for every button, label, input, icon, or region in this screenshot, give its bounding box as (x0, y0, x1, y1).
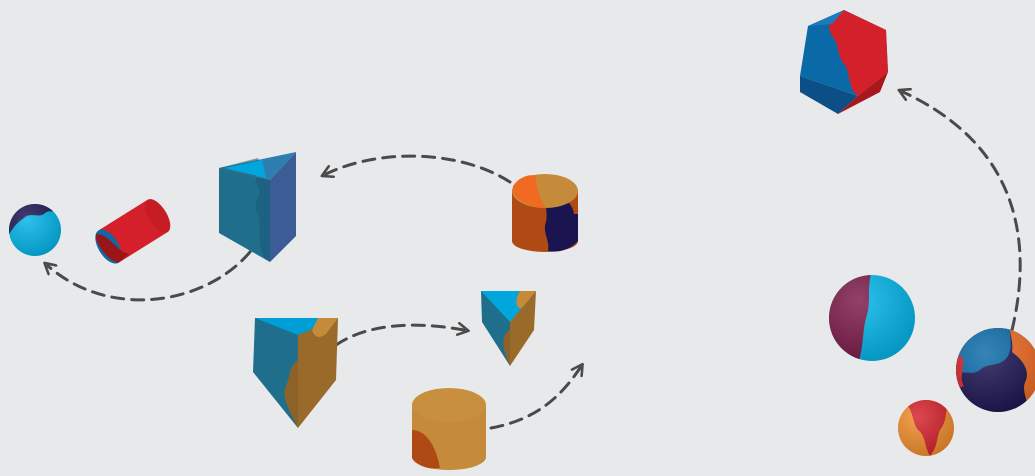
sphere-plum-cyan (829, 275, 915, 361)
cylinder-tan-rust (412, 388, 486, 470)
cylinder-orange-navy (512, 174, 578, 252)
arrow-blue-prism-to-sphere (48, 250, 252, 302)
arrows-group (48, 92, 1022, 430)
sphere-multicolor (956, 328, 1035, 412)
arrow-large-prism-to-small-prism (334, 325, 464, 347)
sphere-navy-cyan (9, 204, 61, 256)
prism-tan-large (253, 318, 338, 428)
arrow-multicolor-sphere-to-hexagon (903, 92, 1022, 332)
sphere-red-orange (898, 400, 954, 456)
arrow-orange-cylinder-to-blue-prism (326, 154, 512, 184)
arrow-tan-cylinder-outward (489, 368, 580, 430)
cylinder-red-blue (95, 199, 171, 264)
hexprism-blue-red (800, 10, 888, 114)
prism-blue-upper (219, 152, 296, 262)
prism-tan-small (481, 291, 536, 366)
